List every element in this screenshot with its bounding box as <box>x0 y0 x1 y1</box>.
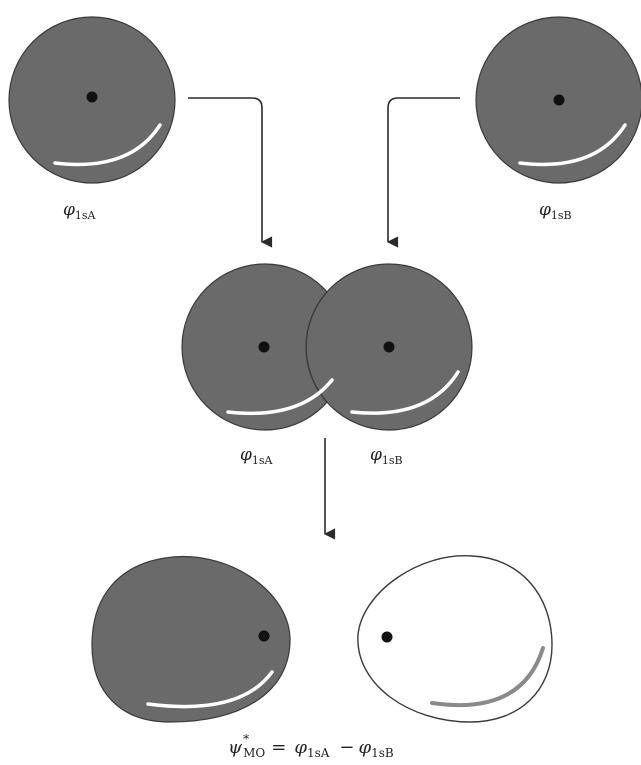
label-top-left-subscript: 1sA <box>75 209 97 222</box>
overlapping-orbitals <box>181 263 473 431</box>
label-middle-left-subscript: 1sA <box>252 454 274 467</box>
equation-term1-symbol: φ <box>294 737 307 758</box>
arrow-from-1sA <box>188 97 273 248</box>
label-middle-right-subscript: 1sB <box>382 454 403 467</box>
label-middle-left-symbol: φ <box>240 445 252 465</box>
negative-lobe-highlight <box>430 646 545 708</box>
positive-lobe-nucleus <box>258 630 270 642</box>
label-top-right: φ1sB <box>539 200 572 222</box>
label-middle-left: φ1sA <box>240 445 274 467</box>
label-middle-right-symbol: φ <box>370 445 382 465</box>
arrow-from-1sB <box>386 97 460 248</box>
negative-lobe-shape <box>357 555 553 723</box>
orbital-1sB-middle-nucleus <box>383 341 395 353</box>
antibonding-positive-lobe <box>91 556 291 723</box>
label-middle-right: φ1sB <box>370 445 403 467</box>
orbital-1sA-middle-highlight <box>226 378 334 416</box>
equation-equals: = <box>271 737 286 758</box>
overlap-outline <box>305 291 328 403</box>
equation-term2-sub: 1sB <box>371 746 394 760</box>
orbital-1sA-middle-nucleus <box>258 341 270 353</box>
label-top-right-symbol: φ <box>539 200 551 220</box>
antibonding-negative-lobe <box>357 555 553 723</box>
positive-lobe-shape <box>91 556 291 723</box>
equation: ψ*MO=φ1sA−φ1sB <box>228 732 394 760</box>
orbital-1sA-top-highlight <box>53 123 162 167</box>
positive-lobe-highlight <box>146 670 274 709</box>
orbital-1sB-middle-highlight <box>350 370 460 415</box>
orbital-1sB-top-nucleus <box>553 94 565 106</box>
negative-lobe-nucleus <box>381 631 393 643</box>
equation-minus: − <box>339 737 354 758</box>
equation-lhs-sub: MO <box>243 746 265 760</box>
label-top-left-symbol: φ <box>63 200 75 220</box>
orbital-1sA-top <box>8 16 176 184</box>
label-top-right-subscript: 1sB <box>551 209 572 222</box>
equation-term1-sub: 1sA <box>307 746 330 760</box>
label-top-left: φ1sA <box>63 200 97 222</box>
equation-term2-symbol: φ <box>359 737 372 758</box>
equation-lhs-sup: * <box>243 732 249 746</box>
equation-lhs-symbol: ψ <box>228 737 243 758</box>
orbital-1sB-top <box>475 16 641 184</box>
orbital-1sB-top-highlight <box>518 123 627 167</box>
orbital-1sA-top-nucleus <box>86 91 98 103</box>
